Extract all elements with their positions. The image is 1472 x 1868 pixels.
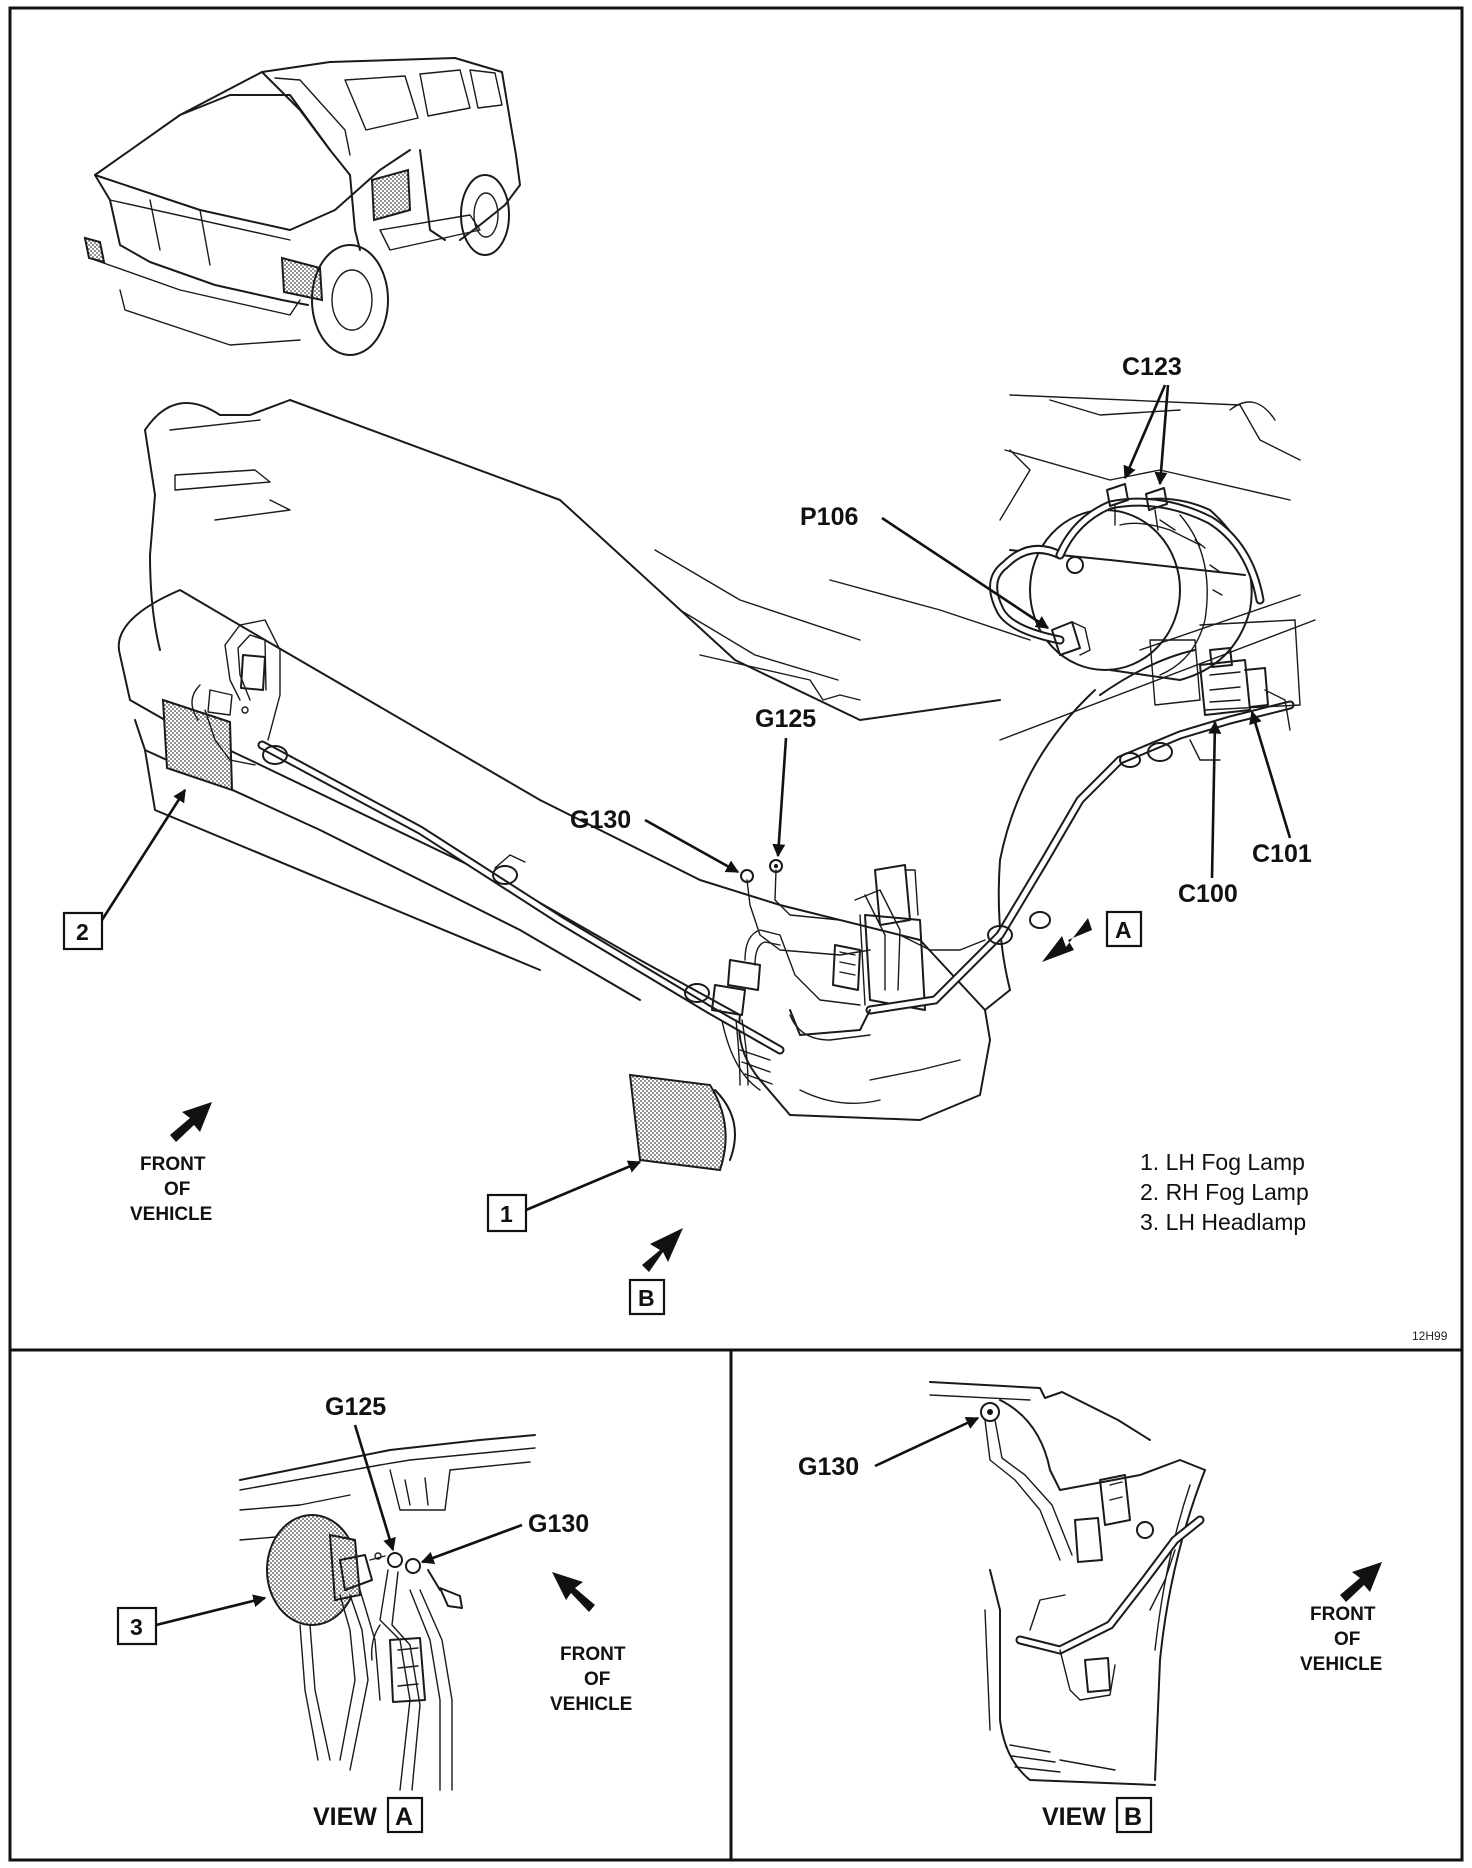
arrow-c100 [1208, 720, 1222, 879]
front-label-line2: OF [164, 1179, 190, 1200]
arrow-callout-3 [155, 1594, 267, 1627]
legend-item-1: 1. LH Fog Lamp [1140, 1149, 1305, 1175]
view-a-arrow-g125 [353, 1424, 396, 1552]
view-b-illustration [929, 1381, 1206, 1786]
view-a-front-line2: OF [584, 1669, 610, 1690]
arrow-c101 [1249, 710, 1292, 839]
view-b-front-line2: OF [1334, 1629, 1360, 1650]
legend-item-2: 2. RH Fog Lamp [1140, 1179, 1309, 1205]
view-a-label-g130: G130 [528, 1510, 589, 1538]
callout-3: 3 [130, 1614, 143, 1640]
view-a-title-box [386, 1796, 424, 1834]
callout-1: 1 [500, 1201, 513, 1227]
legend-item-3: 3. LH Headlamp [1140, 1209, 1306, 1235]
view-a-illustration [239, 1434, 536, 1791]
arrow-callout-2 [100, 788, 187, 921]
view-b-direction-arrow [642, 1228, 683, 1272]
vehicle-locator-illustration [83, 57, 521, 356]
view-b-arrow-g130 [874, 1416, 980, 1468]
arrow-c123-right [1154, 384, 1170, 486]
view-b-title-letter: B [1124, 1803, 1142, 1831]
arrow-g125 [772, 737, 788, 858]
view-a-direction-arrow [1042, 918, 1092, 962]
arrow-p106 [881, 516, 1050, 630]
drawing-code: 12H99 [1412, 1329, 1448, 1343]
label-c101: C101 [1252, 840, 1312, 868]
arrow-g130 [644, 818, 740, 874]
callout-box-a [1105, 910, 1143, 948]
main-view-callouts: C123 P106 G125 G130 C101 C100 2 1 A B [62, 353, 1448, 1343]
label-g130: G130 [570, 806, 631, 834]
label-c123: C123 [1122, 353, 1182, 381]
front-arrow-main [170, 1102, 212, 1142]
label-c100: C100 [1178, 880, 1238, 908]
arrow-c123-left [1123, 384, 1167, 480]
front-end-illustration [117, 394, 1316, 1172]
view-a-title-word: VIEW [313, 1803, 377, 1831]
front-arrow-view-b [1340, 1562, 1382, 1602]
label-g125: G125 [755, 705, 816, 733]
view-a-front-line3: VEHICLE [550, 1694, 632, 1715]
panel-frames [8, 6, 1464, 1862]
callout-box-b [628, 1278, 666, 1316]
view-a-label-g125: G125 [325, 1393, 386, 1421]
view-a-title-letter: A [395, 1803, 413, 1831]
view-a-arrow-g130 [420, 1523, 523, 1565]
view-b-title-word: VIEW [1042, 1803, 1106, 1831]
view-b-front-line1: FRONT [1310, 1604, 1376, 1625]
arrow-callout-1 [525, 1160, 642, 1212]
front-label-line3: VEHICLE [130, 1204, 212, 1225]
callout-b: B [638, 1285, 655, 1311]
callout-2: 2 [76, 919, 89, 945]
front-arrow-view-a [552, 1572, 595, 1612]
callout-box-1 [486, 1193, 528, 1233]
view-b-title-box [1115, 1796, 1153, 1834]
view-b-front-line3: VEHICLE [1300, 1654, 1382, 1675]
callout-box-3 [116, 1606, 158, 1646]
view-a-front-line1: FRONT [560, 1644, 626, 1665]
callout-box-2 [62, 911, 104, 951]
front-label-line1: FRONT [140, 1154, 206, 1175]
view-b-callouts: G130 FRONT OF VEHICLE VIEW B [798, 1416, 1382, 1834]
label-p106: P106 [800, 503, 858, 531]
callout-a: A [1115, 917, 1132, 943]
view-b-label-g130: G130 [798, 1453, 859, 1481]
view-a-callouts: G125 G130 3 FRONT OF VEHICLE VIEW A [116, 1393, 632, 1834]
